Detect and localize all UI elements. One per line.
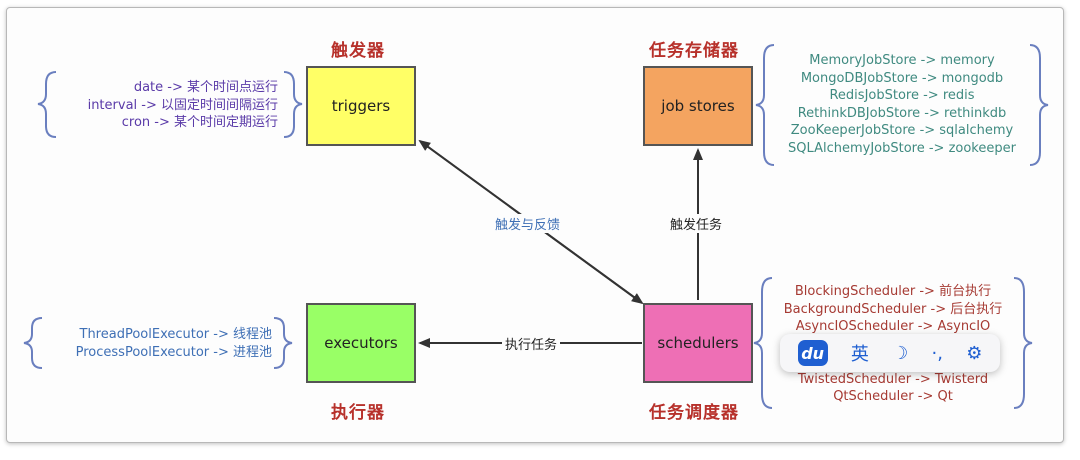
edge-label-trigger-task: 触发任务 bbox=[667, 214, 726, 233]
executor-list: ThreadPoolExecutor -> 线程池 ProcessPoolExe… bbox=[44, 326, 272, 361]
executor-list-left-brace bbox=[23, 317, 43, 369]
job-stores-box: job stores bbox=[643, 66, 753, 146]
triggers-title: 触发器 bbox=[331, 41, 385, 61]
scheduler-item: QtScheduler -> Qt bbox=[833, 389, 953, 404]
jobstore-item: SQLAlchemyJobStore -> zookeeper bbox=[788, 140, 1016, 156]
scheduler-item: TwistedScheduler -> Twisterd bbox=[797, 371, 989, 387]
gear-icon[interactable]: ⚙ bbox=[966, 342, 983, 364]
trigger-item: cron -> 某个时间定期运行 bbox=[121, 115, 278, 130]
ime-toolbar[interactable]: du 英 ☽ ·, ⚙ bbox=[780, 334, 1000, 372]
scheduler-list: BlockingScheduler -> 前台执行 BackgroundSche… bbox=[772, 283, 1014, 406]
jobstore-list: MemoryJobStore -> memory MongoDBJobStore… bbox=[776, 52, 1028, 157]
jobstore-item: MemoryJobStore -> memory bbox=[809, 53, 995, 68]
schedulers-title: 任务调度器 bbox=[649, 403, 739, 423]
jobstore-item: ZooKeeperJobStore -> sqlalchemy bbox=[790, 123, 1014, 138]
executors-box: executors bbox=[306, 303, 416, 383]
executor-item: ProcessPoolExecutor -> 进程池 bbox=[75, 344, 272, 360]
jobstore-item: RedisJobStore -> redis bbox=[829, 88, 975, 103]
ime-language-toggle[interactable]: 英 bbox=[850, 344, 869, 365]
moon-icon[interactable]: ☽ bbox=[892, 342, 909, 364]
executor-item: ThreadPoolExecutor -> 线程池 bbox=[79, 327, 273, 342]
schedulers-box-label: schedulers bbox=[657, 334, 739, 352]
schedulers-box: schedulers bbox=[643, 303, 753, 383]
scheduler-item: BlockingScheduler -> 前台执行 bbox=[794, 284, 992, 299]
trigger-list-right-brace bbox=[283, 71, 303, 138]
executors-title: 执行器 bbox=[331, 403, 385, 423]
jobstore-item: MongoDBJobStore -> mongodb bbox=[800, 70, 1004, 86]
triggers-box-label: triggers bbox=[331, 97, 391, 115]
job-stores-box-label: job stores bbox=[661, 97, 735, 115]
baidu-ime-logo-icon[interactable]: du bbox=[797, 340, 828, 366]
trigger-list: date -> 某个时间点运行 interval -> 以固定时间间隔运行 cr… bbox=[58, 79, 278, 132]
edge-label-execute-task: 执行任务 bbox=[502, 334, 561, 353]
jobstore-list-right-brace bbox=[1029, 44, 1049, 166]
scheduler-item: BackgroundScheduler -> 后台执行 bbox=[783, 301, 1003, 317]
executors-box-label: executors bbox=[324, 334, 398, 352]
edge-label-trigger-feedback: 触发与反馈 bbox=[492, 214, 564, 233]
scheduler-list-left-brace bbox=[753, 277, 773, 409]
jobstore-item: RethinkDBJobStore -> rethinkdb bbox=[797, 105, 1007, 121]
trigger-item: date -> 某个时间点运行 bbox=[133, 80, 278, 95]
scheduler-item: AsyncIOScheduler -> AsyncIO bbox=[795, 319, 991, 334]
triggers-box: triggers bbox=[306, 66, 416, 146]
scheduler-list-right-brace bbox=[1013, 277, 1033, 409]
job-stores-title: 任务存储器 bbox=[649, 41, 739, 61]
jobstore-list-left-brace bbox=[755, 44, 775, 166]
trigger-item: interval -> 以固定时间间隔运行 bbox=[87, 97, 278, 113]
punctuation-toggle-icon[interactable]: ·, bbox=[931, 342, 943, 364]
trigger-list-left-brace bbox=[37, 71, 57, 138]
executor-list-right-brace bbox=[273, 317, 293, 369]
